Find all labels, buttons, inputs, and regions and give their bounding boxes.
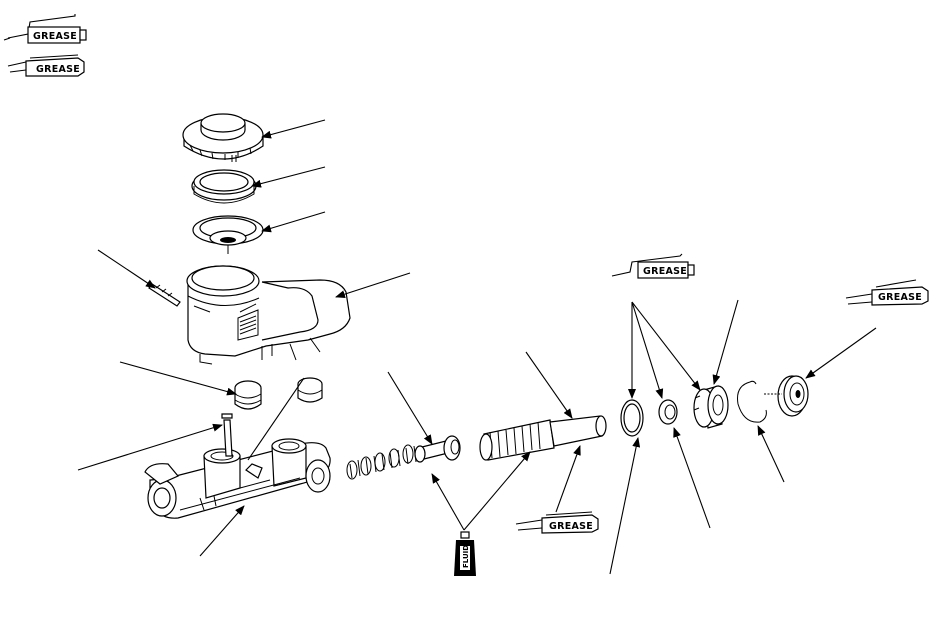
primary-piston-assembly	[479, 415, 607, 461]
leader-bushing	[712, 299, 739, 385]
grease-label-far-right: GREASE	[878, 292, 922, 303]
leader-lube-1	[431, 473, 465, 531]
grease-tube-far-right: GREASE	[845, 279, 929, 306]
leader-strainer	[261, 211, 326, 233]
leader-grommet-left	[119, 361, 237, 396]
reservoir-grommet-left	[234, 380, 262, 410]
leader-pin	[97, 249, 156, 289]
reservoir-strainer	[192, 215, 264, 254]
leader-body	[199, 505, 245, 557]
master-cylinder-body	[144, 438, 331, 519]
o-ring	[620, 399, 644, 437]
grease-tube-bottom: GREASE	[515, 511, 599, 534]
legend-grease-tube-symbol: GREASE	[7, 54, 85, 77]
leader-grease-cup	[631, 301, 664, 399]
legend-grease-label-2: GREASE	[36, 64, 80, 75]
leader-cup	[673, 427, 711, 529]
leader-o-ring	[609, 437, 641, 575]
leader-cap	[261, 119, 326, 139]
reservoir-cap	[182, 113, 264, 162]
reservoir-seal	[191, 169, 257, 204]
snap-ring	[737, 380, 767, 423]
leader-seal	[251, 166, 326, 188]
piston-cup	[658, 399, 678, 425]
grease-brush-top-right: GREASE	[611, 253, 695, 279]
grease-label-top-right: GREASE	[643, 266, 687, 277]
brake-fluid-bottle-icon: FLUID	[454, 531, 476, 576]
leader-pipe	[77, 423, 223, 471]
pushrod-seal	[764, 375, 809, 417]
leader-pushrod-seal	[805, 327, 877, 379]
seal-bushing	[693, 385, 729, 429]
leader-grease-bushing	[631, 301, 701, 391]
reservoir-joint-pipe	[221, 413, 233, 457]
brake-fluid-reservoir	[186, 265, 351, 365]
leader-reservoir	[335, 272, 411, 299]
legend-grease-label-1: GREASE	[33, 31, 77, 42]
legend-grease-brush-symbol: GREASE	[3, 14, 87, 44]
fluid-bottle-label: FLUID	[462, 545, 470, 568]
grease-label-bottom: GREASE	[549, 521, 593, 532]
guide-line-right-grommet	[247, 377, 305, 461]
reservoir-grommet-right	[297, 377, 323, 403]
leader-secondary-piston	[387, 371, 433, 445]
secondary-piston-spring-assembly	[346, 435, 461, 480]
leader-lube-2	[463, 451, 531, 531]
leader-snap-ring	[757, 425, 785, 483]
leader-primary-piston	[525, 351, 573, 419]
leader-grease-bottom	[555, 445, 581, 513]
